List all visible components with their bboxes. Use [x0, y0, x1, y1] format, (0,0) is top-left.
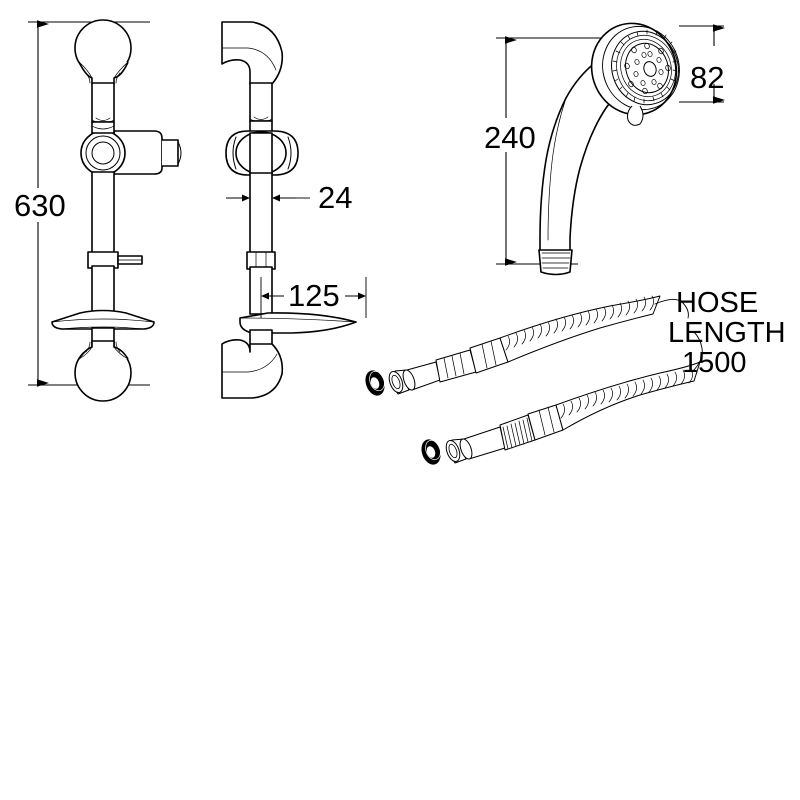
hose-note-line-1: HOSE — [676, 287, 758, 319]
handset-spray-head — [590, 22, 680, 126]
dimension-82: 82 — [679, 24, 725, 104]
handset-bracket-side — [225, 120, 299, 176]
hose-flex-lower — [555, 361, 701, 431]
handset-handle — [538, 61, 627, 276]
top-wall-bracket — [221, 21, 284, 85]
hose-washer-lower — [421, 439, 441, 465]
bottom-ball-finial — [74, 340, 132, 402]
top-ball-finial — [74, 19, 132, 85]
dimension-630-label: 630 — [14, 188, 66, 223]
hose-flex-upper — [499, 295, 661, 363]
dimension-240-label: 240 — [484, 120, 536, 155]
leader-line-lower-hose — [691, 331, 703, 373]
view-front-elevation: 630 — [14, 19, 182, 402]
dimension-82-label: 82 — [690, 60, 724, 95]
rail-upper-segment — [91, 82, 115, 124]
leader-line-upper-hose — [654, 299, 689, 319]
dimension-125-label: 125 — [288, 278, 340, 313]
rail-middle-side — [249, 172, 273, 255]
soap-dish-front — [51, 309, 155, 330]
hose-assembly-lower — [421, 361, 701, 465]
hose-note-line-3: 1500 — [682, 347, 747, 379]
view-handset: 240 82 — [484, 22, 725, 276]
hose-washer-upper — [365, 370, 385, 396]
dimension-24-label: 24 — [318, 180, 352, 215]
hose-connector-upper — [402, 337, 509, 391]
rail-upper-side — [249, 82, 273, 123]
dimension-240: 240 — [484, 36, 536, 266]
rail-middle-segment — [91, 171, 115, 255]
hose-note-line-2: LENGTH — [668, 317, 786, 349]
hose-length-note: HOSE LENGTH 1500 — [668, 287, 786, 379]
dimension-24: 24 — [226, 180, 352, 215]
soap-dish-side — [239, 312, 357, 334]
view-side-elevation: 24 125 — [221, 21, 367, 399]
rail-lower-segment — [91, 265, 115, 315]
bottom-wall-bracket — [221, 339, 284, 399]
dimension-125: 125 — [260, 277, 367, 318]
handset-bracket-front — [80, 121, 182, 176]
hose-connector-lower — [459, 404, 564, 460]
clamp-collar-front — [87, 251, 143, 269]
dimension-630: 630 — [14, 20, 66, 387]
view-hoses: HOSE LENGTH 1500 — [365, 287, 786, 465]
hose-assembly-upper — [365, 295, 661, 396]
